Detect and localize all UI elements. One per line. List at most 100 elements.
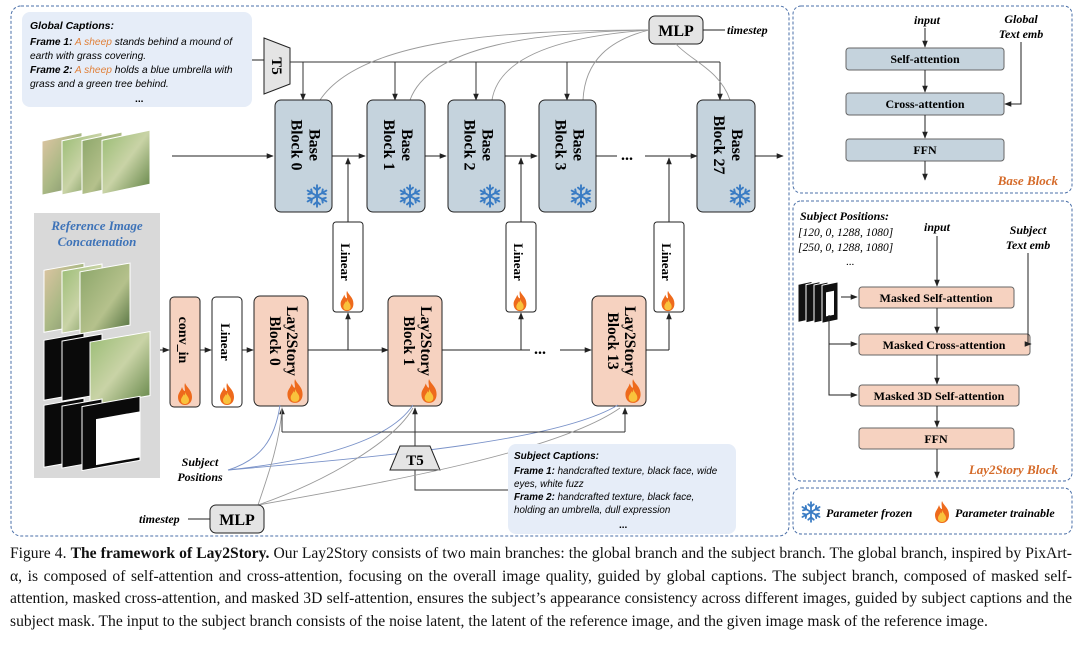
ref-label-line2: Concatenation (58, 234, 137, 249)
base-block-title: Base (306, 129, 323, 161)
t5-encoder-bottom: T5 (389, 445, 441, 471)
conv-in-label: conv_in (175, 317, 190, 364)
linear-connector-2: Linear (505, 221, 537, 313)
l2s-masked-3d-self-attention: Masked 3D Self-attention (874, 389, 1005, 403)
lay2story-block-title: Lay2Story (283, 306, 300, 376)
base-block-title: Base (570, 129, 587, 161)
l2s-masked-self-attention: Masked Self-attention (880, 291, 993, 305)
subject-caption-ellipsis: ... (619, 520, 628, 531)
base-panel-title: Base Block (997, 173, 1059, 188)
base-panel-textemb-1: Global (1004, 12, 1038, 26)
l2s-panel-title: Lay2Story Block (968, 462, 1059, 477)
snowflake-icon (801, 501, 821, 523)
base-block-title: Base (728, 129, 745, 161)
t5-bottom-label: T5 (406, 453, 424, 469)
l2s-positions-title: Subject Positions: (800, 209, 889, 223)
timestep-top-label: timestep (727, 23, 768, 37)
global-caption-frame1-cont: earth with grass covering. (30, 51, 146, 62)
timestep-bottom-label: timestep (139, 512, 180, 526)
subject-caption-frame2: Frame 2: handcrafted texture, black face… (514, 492, 694, 503)
reference-image-concatenation: Reference Image Concatenation (34, 213, 160, 478)
l2s-panel-textemb-1: Subject (1010, 223, 1047, 237)
linear-block-input: Linear (211, 296, 243, 408)
subject-positions-label-1: Subject (182, 455, 219, 469)
l2s-position-1: [120, 0, 1288, 1080] (798, 227, 893, 239)
lay2story-block-index: Block 1 (400, 316, 417, 366)
lay2story-block-index: Block 13 (604, 312, 621, 370)
legend: Parameter frozen Parameter trainable (792, 487, 1073, 535)
linear-connector-3: Linear (653, 221, 685, 313)
subject-captions-box: Subject Captions: Frame 1: handcrafted t… (508, 444, 736, 534)
main-panel-frame (10, 5, 790, 537)
base-panel-self-attention: Self-attention (890, 52, 960, 66)
l2s-panel-textemb-2: Text emb (1006, 238, 1051, 252)
lay2story-ellipsis: ... (534, 341, 546, 358)
subject-positions-label-2: Positions (177, 470, 223, 484)
l2s-masked-cross-attention: Masked Cross-attention (883, 338, 1006, 352)
mlp-bottom-label: MLP (219, 512, 255, 529)
subject-captions-title: Subject Captions: (514, 451, 599, 462)
base-blocks-ellipsis: ... (621, 147, 633, 164)
ref-label-line1: Reference Image (50, 218, 143, 233)
linear-input-label: Linear (218, 323, 233, 361)
base-block-detail-panel: input Global Text emb Self-attention Cro… (792, 5, 1073, 194)
linear-3-label: Linear (659, 243, 674, 281)
linear-connector-1: Linear (332, 221, 364, 313)
lay2story-block-title: Lay2Story (621, 306, 638, 376)
l2s-position-more: ... (846, 256, 855, 268)
global-captions-title: Global Captions: (30, 20, 114, 32)
l2s-position-2: [250, 0, 1288, 1080] (798, 242, 893, 254)
base-block-title: Base (479, 129, 496, 161)
global-caption-frame2-cont: grass and a green tree behind. (30, 79, 169, 90)
base-block-index: Block 27 (710, 115, 727, 174)
figure-caption: Figure 4. The framework of Lay2Story. Ou… (10, 543, 1072, 633)
l2s-ffn: FFN (924, 432, 948, 446)
framework-diagram: Global Captions: Frame 1: A sheep stands… (10, 5, 1073, 537)
conv-in-block: conv_in (169, 296, 201, 408)
t5-encoder-top: T5 (263, 37, 291, 95)
subject-caption-frame1: Frame 1: handcrafted texture, black face… (514, 466, 718, 477)
global-captions-box: Global Captions: Frame 1: A sheep stands… (22, 12, 252, 107)
base-block-index: Block 3 (552, 119, 569, 170)
legend-frozen-label: Parameter frozen (826, 506, 913, 520)
subject-caption-frame2-cont: holding an umbrella, dull expression (514, 505, 670, 516)
mlp-top: MLP (648, 15, 704, 45)
flame-icon (935, 501, 949, 523)
base-block-index: Block 1 (380, 119, 397, 170)
figure-caption-body: Our Lay2Story consists of two main branc… (10, 545, 1072, 630)
mlp-top-label: MLP (658, 23, 694, 40)
lay2story-block-index: Block 0 (266, 316, 283, 366)
base-panel-ffn: FFN (913, 143, 937, 157)
global-caption-ellipsis: ... (135, 94, 144, 105)
lay2story-block-detail-panel: Subject Positions: [120, 0, 1288, 1080] … (792, 200, 1073, 482)
legend-trainable-label: Parameter trainable (955, 506, 1055, 520)
base-block-index: Block 0 (288, 119, 305, 170)
base-block-title: Base (398, 129, 415, 161)
l2s-panel-input: input (924, 220, 951, 234)
figure-title: The framework of Lay2Story. (70, 545, 270, 562)
subject-caption-frame1-cont: eyes, white fuzz (514, 479, 584, 490)
base-panel-cross-attention: Cross-attention (885, 97, 964, 111)
base-panel-input: input (914, 13, 941, 27)
mask-stack-icon (797, 280, 839, 324)
global-caption-frame1: Frame 1: A sheep stands behind a mound o… (30, 37, 233, 48)
mlp-bottom: MLP (209, 504, 265, 534)
base-panel-textemb-2: Text emb (999, 27, 1044, 41)
t5-top-label: T5 (268, 57, 284, 75)
linear-2-label: Linear (511, 243, 526, 281)
global-caption-frame2: Frame 2: A sheep holds a blue umbrella w… (30, 65, 233, 76)
linear-1-label: Linear (338, 243, 353, 281)
lay2story-block-title: Lay2Story (417, 306, 434, 376)
input-images-stack (41, 129, 151, 196)
figure-label: Figure 4. (10, 545, 67, 562)
base-block-index: Block 2 (461, 119, 478, 170)
